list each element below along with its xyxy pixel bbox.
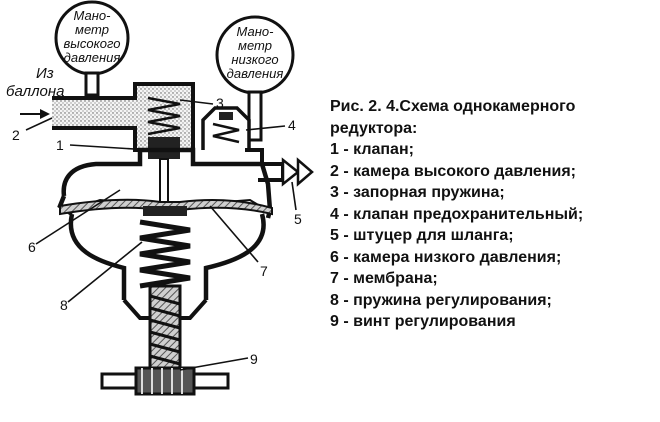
callout-1: 1 [56,137,64,153]
legend-item-8: 8 - пружина регулирования; [330,291,552,309]
outlet-pipe [245,148,314,187]
legend-item-4: 4 - клапан предохранительный; [330,205,584,223]
high-gauge-line1: Мано- [74,8,112,23]
callout-6: 6 [28,239,36,255]
closing-spring [147,96,181,136]
caption-title-line2: редуктора: [330,119,418,137]
legend-item-1: 1 - клапан; [330,141,414,158]
callout-3: 3 [216,95,224,111]
adjusting-screw [100,284,230,396]
legend-item-9: 9 - винт регулирования [330,313,516,330]
safety-valve [201,106,251,150]
low-gauge-line2: метр [238,38,272,53]
callout-2: 2 [12,127,20,143]
callout-9: 9 [250,351,258,367]
legend-item-3: 3 - запорная пружина; [330,184,505,201]
adjusting-spring [139,206,191,289]
low-gauge-line4: давления [227,66,284,81]
legend-item-7: 7 - мембрана; [330,270,438,287]
high-gauge-line2: метр [75,22,109,37]
valve [148,137,180,208]
high-gauge-line4: давления [64,50,121,65]
callout-lines [25,99,297,371]
low-gauge-line3: низкого [231,52,278,67]
low-pressure-gauge: Мано- метр низкого давления [215,15,295,142]
low-gauge-line1: Мано- [237,24,275,39]
high-gauge-line3: высокого [64,36,121,51]
legend-item-6: 6 - камера низкого давления; [330,248,562,266]
callout-7: 7 [260,263,268,279]
inlet-label-line2: баллона [6,83,64,100]
callout-5: 5 [294,211,302,227]
callout-8: 8 [60,297,68,313]
legend-item-5: 5 - штуцер для шланга; [330,227,514,244]
legend-item-2: 2 - камера высокого давления; [330,162,576,180]
caption-title-line1: Рис. 2. 4.Схема однокамерного [330,98,576,115]
inlet-label-line1: Из [36,65,54,82]
callout-4: 4 [288,117,296,133]
caption: Рис. 2. 4.Схема однокамерного редуктора:… [330,96,655,333]
high-pressure-gauge: Мано- метр высокого давления [54,0,130,97]
